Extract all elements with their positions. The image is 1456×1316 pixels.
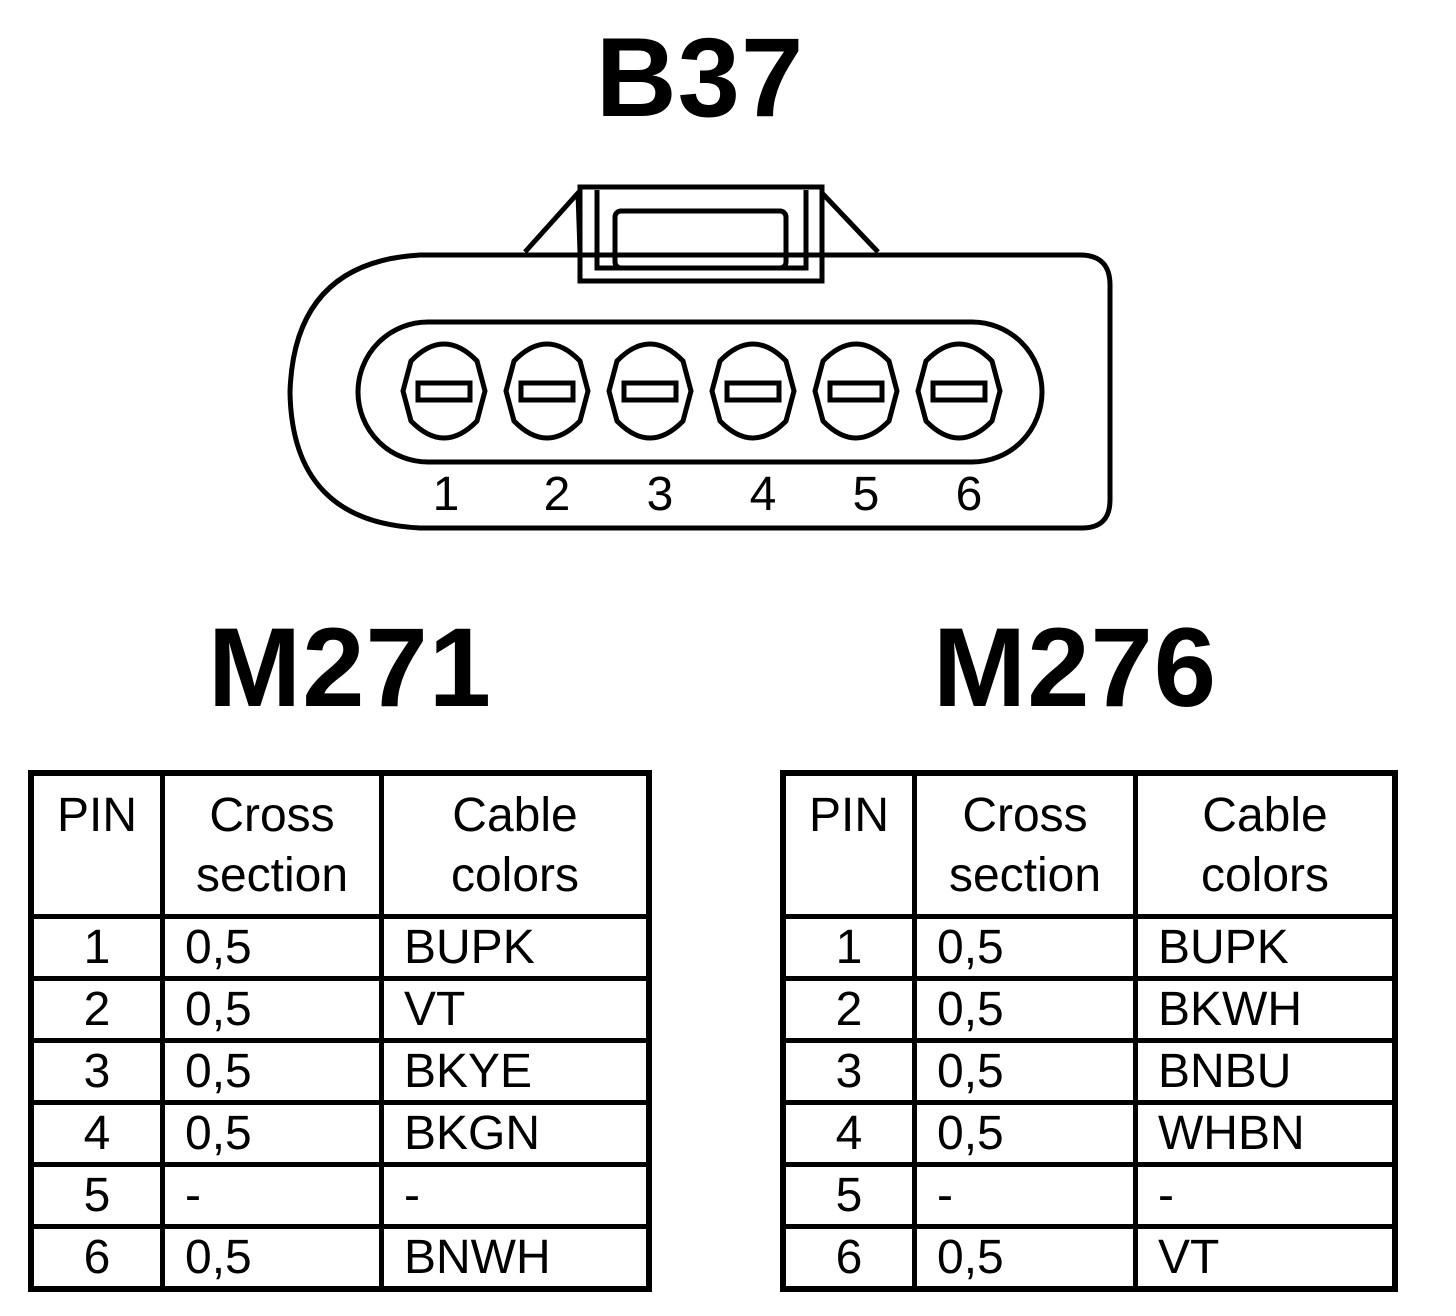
- pin-slot: [930, 380, 988, 403]
- cross-section: 0,5: [912, 914, 1138, 981]
- pin-number: 5: [780, 1162, 917, 1229]
- cable-color: BUPK: [1133, 914, 1398, 981]
- connector-pin: 2: [503, 341, 591, 521]
- latch-body: [577, 184, 825, 284]
- pin-number: 6: [780, 1224, 917, 1292]
- cross-section: -: [160, 1162, 384, 1229]
- connector-pin: 6: [915, 341, 1003, 521]
- cross-section: 0,5: [160, 914, 384, 981]
- cable-color: -: [379, 1162, 652, 1229]
- pin-slot: [724, 380, 782, 403]
- pin-slot: [827, 380, 885, 403]
- cable-color: BNBU: [1133, 1038, 1398, 1105]
- table-title-m271: M271: [207, 605, 493, 730]
- pin-number: 1: [28, 914, 165, 981]
- header-cable-colors: Cable colors: [1133, 770, 1398, 919]
- cable-color: BKWH: [1133, 976, 1398, 1043]
- pin-socket: [709, 341, 797, 441]
- pin-number: 1: [780, 914, 917, 981]
- cable-color: VT: [1133, 1224, 1398, 1292]
- pin-slot: [415, 380, 473, 403]
- pin-number: 4: [780, 1100, 917, 1167]
- pin-number-label: 6: [956, 468, 983, 521]
- pin-number: 4: [28, 1100, 165, 1167]
- pin-slot: [518, 380, 576, 403]
- pin-socket: [400, 341, 488, 441]
- latch-left-wing: [523, 186, 583, 254]
- pin-number-label: 4: [750, 468, 777, 521]
- cross-section: 0,5: [160, 1038, 384, 1105]
- cross-section: -: [912, 1162, 1138, 1229]
- connector-pin: 5: [812, 341, 900, 521]
- pin-slot: [621, 380, 679, 403]
- cable-color: WHBN: [1133, 1100, 1398, 1167]
- cable-color: BUPK: [379, 914, 652, 981]
- header-pin: PIN: [780, 770, 917, 919]
- pin-number-label: 2: [544, 468, 571, 521]
- pin-socket: [915, 341, 1003, 441]
- pin-number: 5: [28, 1162, 165, 1229]
- cable-color: VT: [379, 976, 652, 1043]
- connector-pin: 3: [606, 341, 694, 521]
- cable-color: -: [1133, 1162, 1398, 1229]
- cross-section: 0,5: [160, 976, 384, 1043]
- pin-socket: [606, 341, 694, 441]
- connector-pin: 4: [709, 341, 797, 521]
- cross-section: 0,5: [912, 1038, 1138, 1105]
- pin-socket: [812, 341, 900, 441]
- connector-drawing: 1 2 3 4 5 6: [287, 184, 1113, 531]
- table-header-row: PIN Cross section Cable colors: [28, 770, 652, 919]
- table-row: 5--: [28, 1162, 652, 1229]
- table-title-m276: M276: [932, 605, 1218, 730]
- pin-number: 2: [780, 976, 917, 1043]
- table-row: 5--: [780, 1162, 1398, 1229]
- pin-number-label: 5: [853, 468, 880, 521]
- connector-title: B37: [595, 15, 805, 140]
- pin-group: 1 2 3 4 5 6: [400, 341, 1003, 521]
- cable-color: BKGN: [379, 1100, 652, 1167]
- table-header-row: PIN Cross section Cable colors: [780, 770, 1398, 919]
- cross-section: 0,5: [160, 1100, 384, 1167]
- pin-number-label: 1: [433, 468, 460, 521]
- header-cross-section: Cross section: [912, 770, 1138, 919]
- connector-pin: 1: [400, 341, 488, 521]
- pin-number-label: 3: [647, 468, 674, 521]
- cross-section: 0,5: [160, 1224, 384, 1292]
- pin-cavity: [355, 319, 1045, 465]
- latch-window: [612, 208, 789, 271]
- cross-section: 0,5: [912, 1100, 1138, 1167]
- pin-number: 2: [28, 976, 165, 1043]
- cable-color: BNWH: [379, 1224, 652, 1292]
- cross-section: 0,5: [912, 1224, 1138, 1292]
- header-pin: PIN: [28, 770, 165, 919]
- cross-section: 0,5: [912, 976, 1138, 1043]
- cable-color: BKYE: [379, 1038, 652, 1105]
- pin-number: 6: [28, 1224, 165, 1292]
- pin-socket: [503, 341, 591, 441]
- header-cable-colors: Cable colors: [379, 770, 652, 919]
- latch-right-wing: [819, 186, 880, 254]
- header-cross-section: Cross section: [160, 770, 384, 919]
- pin-number: 3: [28, 1038, 165, 1105]
- pin-number: 3: [780, 1038, 917, 1105]
- connector-housing: [287, 252, 1113, 531]
